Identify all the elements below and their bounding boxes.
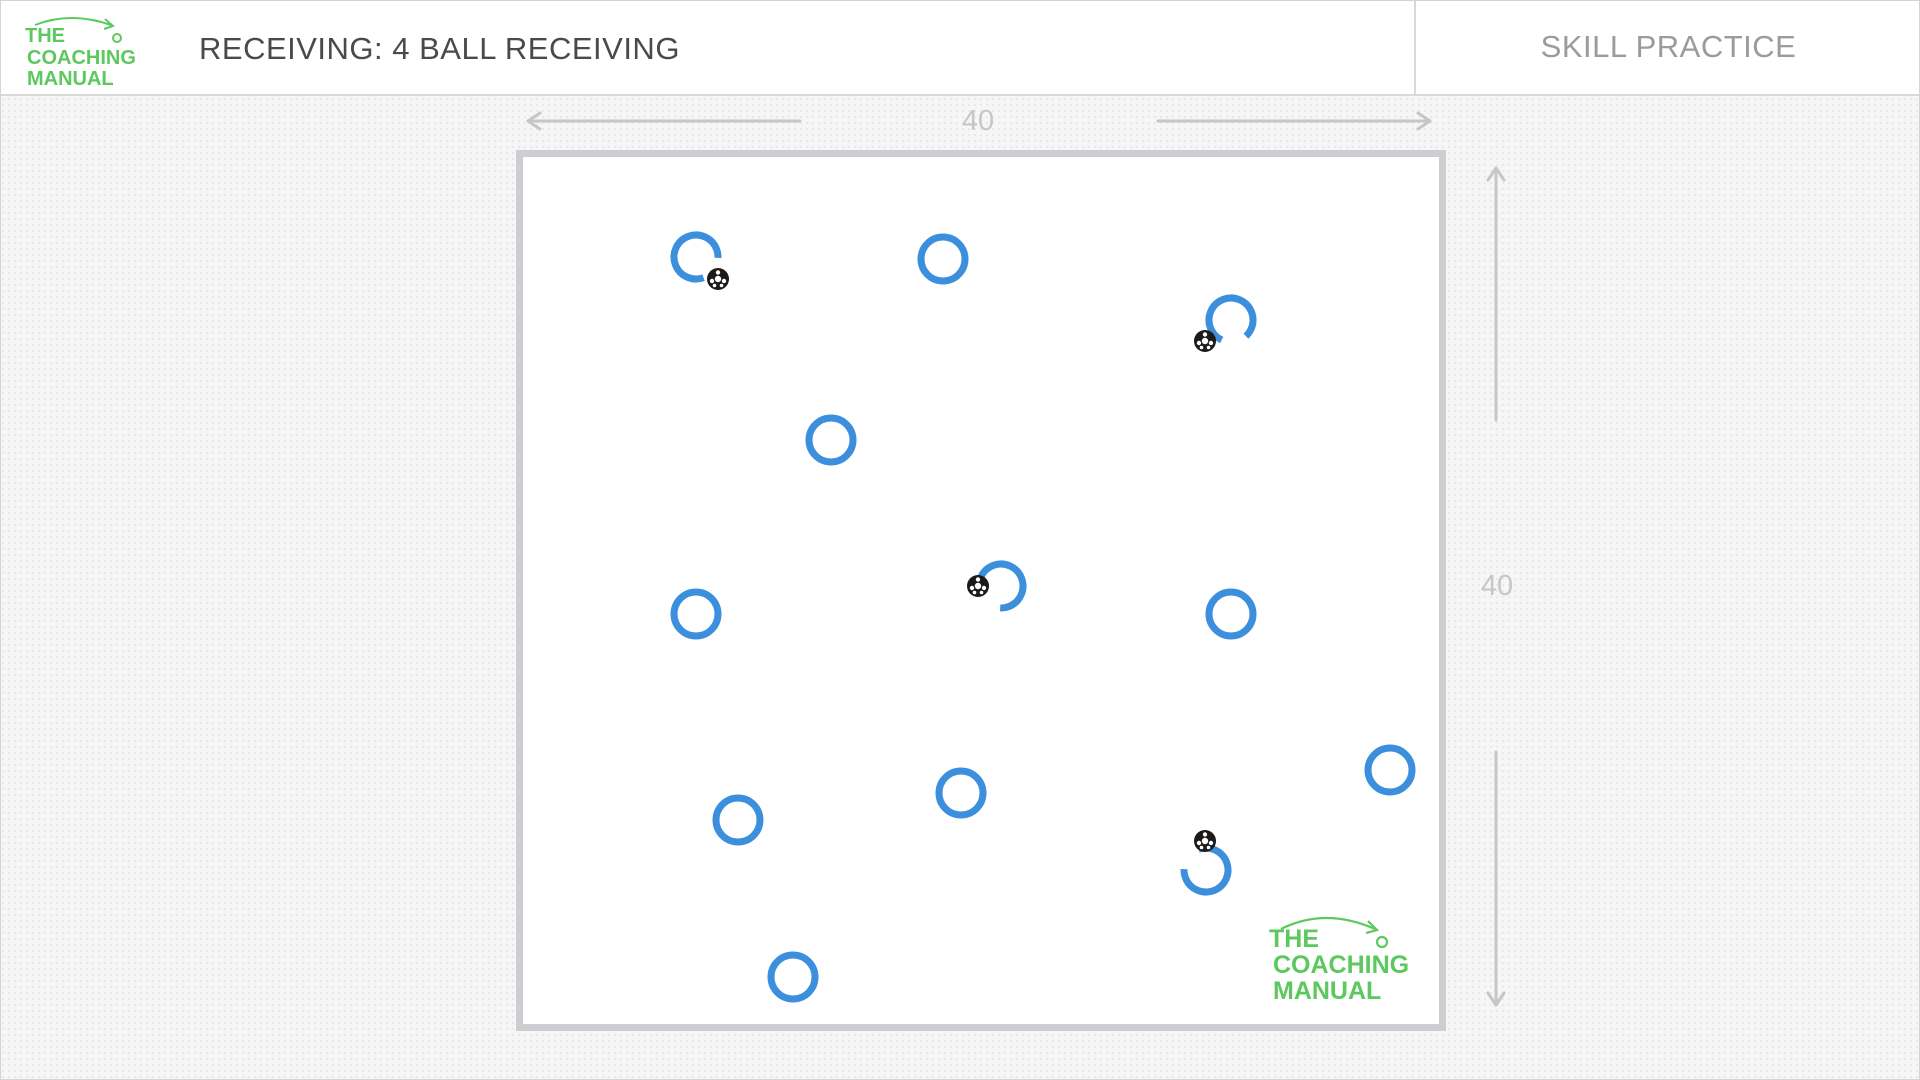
page-title: RECEIVING: 4 BALL RECEIVING [199, 31, 680, 66]
pitch-area: THE COACHING MANUAL [516, 150, 1446, 1031]
player-marker [670, 231, 722, 283]
player-marker [1364, 744, 1416, 796]
player-marker [767, 951, 819, 1003]
player-marker [670, 588, 722, 640]
header-bar: THE COACHING MANUAL RECEIVING: 4 BALL RE… [1, 1, 1919, 96]
ball-icon [1194, 330, 1216, 352]
coaching-manual-watermark: THE COACHING MANUAL [1269, 916, 1409, 1005]
logo-line-3: MANUAL [27, 68, 114, 90]
watermark-line-3: MANUAL [1273, 977, 1381, 1005]
watermark-line-2: COACHING [1273, 951, 1409, 979]
player-marker [805, 414, 857, 466]
ball-icon [967, 575, 989, 597]
practice-category-label: SKILL PRACTICE [1540, 29, 1797, 64]
ball-icon [1194, 830, 1216, 852]
pitch-drawing [670, 231, 1416, 1003]
player-marker [917, 233, 969, 285]
watermark-line-1: THE [1269, 925, 1319, 953]
player-marker [1205, 294, 1257, 346]
pitch-width-label: 40 [961, 105, 995, 137]
ball-icon [707, 268, 729, 290]
logo-line-1: THE [25, 25, 65, 47]
player-marker [935, 767, 987, 819]
logo-line-2: COACHING [27, 47, 136, 69]
header-divider [1414, 1, 1416, 94]
pitch-height-label: 40 [1480, 570, 1514, 602]
player-marker [1205, 588, 1257, 640]
coaching-manual-logo: THE COACHING MANUAL [25, 17, 136, 90]
player-marker [712, 794, 764, 846]
